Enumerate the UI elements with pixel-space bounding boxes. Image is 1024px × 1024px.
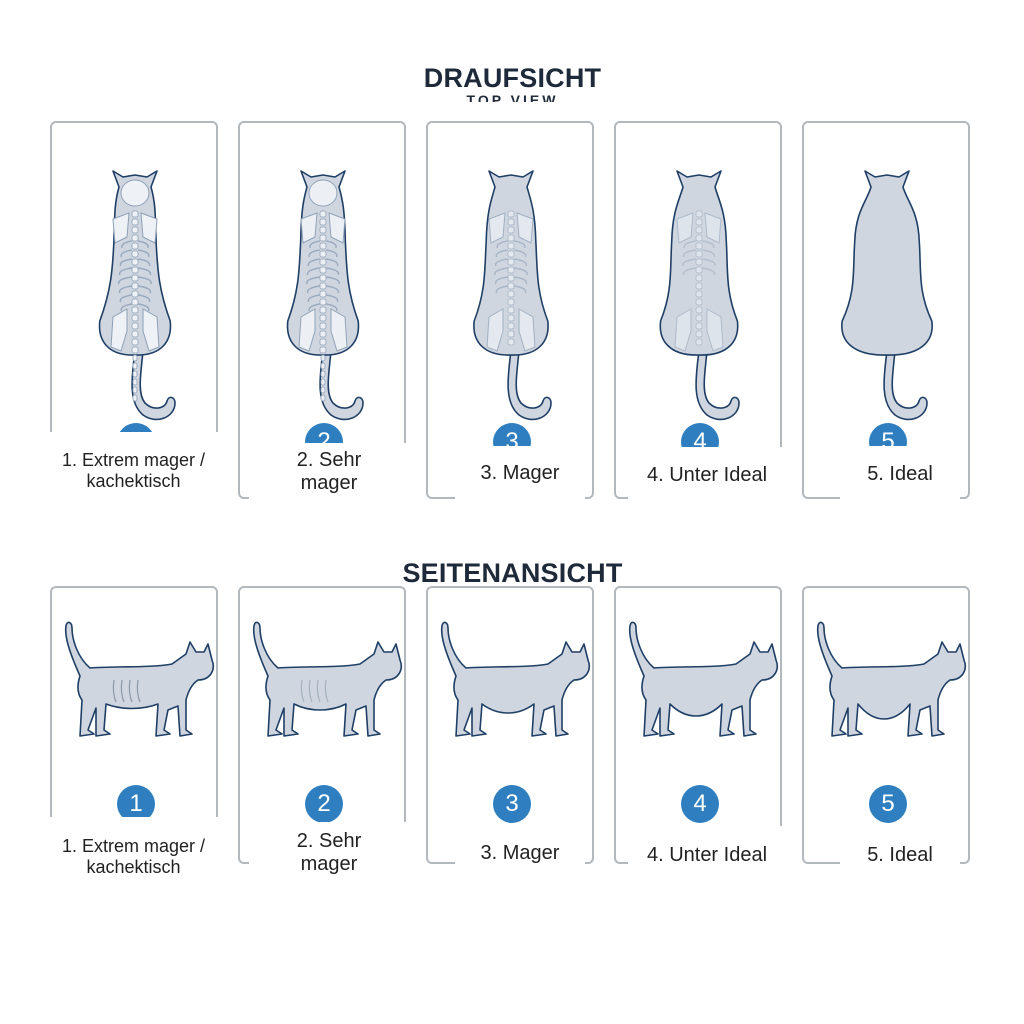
side-card-5: 5 bbox=[802, 586, 970, 864]
cat-top-view-icon bbox=[616, 141, 782, 446]
score-badge: 4 bbox=[681, 785, 719, 823]
top-card-2: 2 bbox=[238, 121, 406, 499]
side-card-4: 4 bbox=[614, 586, 782, 864]
top-card-5: 5 bbox=[802, 121, 970, 499]
card-label: 5. Ideal bbox=[840, 446, 960, 502]
cat-side-view-icon bbox=[52, 588, 218, 773]
card-label: 5. Ideal bbox=[840, 826, 960, 884]
card-label: 1. Extrem mager / kachektisch bbox=[46, 432, 221, 510]
score-badge: 5 bbox=[869, 785, 907, 823]
card-label: 2. Sehr mager bbox=[249, 443, 409, 501]
card-label: 1. Extrem mager / kachektisch bbox=[46, 817, 221, 897]
top-view-title: DRAUFSICHT TOP VIEW bbox=[350, 50, 675, 106]
card-label: 4. Unter Ideal bbox=[628, 826, 786, 884]
cat-side-view-icon bbox=[428, 588, 594, 773]
cat-side-view-icon bbox=[240, 588, 406, 773]
cat-top-view-icon bbox=[52, 141, 218, 446]
top-card-4: 4 bbox=[614, 121, 782, 499]
top-view-title-text: DRAUFSICHT bbox=[423, 63, 602, 93]
card-label: 2. Sehr mager bbox=[249, 822, 409, 884]
cat-top-view-icon bbox=[428, 141, 594, 446]
side-view-title-text: SEITENANSICHT bbox=[402, 558, 623, 588]
card-label: 4. Unter Ideal bbox=[628, 447, 786, 503]
score-badge: 3 bbox=[493, 785, 531, 823]
score-badge: 2 bbox=[305, 785, 343, 823]
cat-top-view-icon bbox=[804, 141, 970, 446]
top-view-subtitle: TOP VIEW bbox=[466, 92, 559, 102]
score-badge: 1 bbox=[117, 785, 155, 823]
cat-side-view-icon bbox=[804, 588, 970, 773]
side-card-2: 2 bbox=[238, 586, 406, 864]
cat-top-view-icon bbox=[240, 141, 406, 446]
card-label: 3. Mager bbox=[455, 446, 585, 500]
card-label: 3. Mager bbox=[455, 826, 585, 880]
cat-side-view-icon bbox=[616, 588, 782, 773]
side-card-3: 3 bbox=[426, 586, 594, 864]
top-card-3: 3 bbox=[426, 121, 594, 499]
